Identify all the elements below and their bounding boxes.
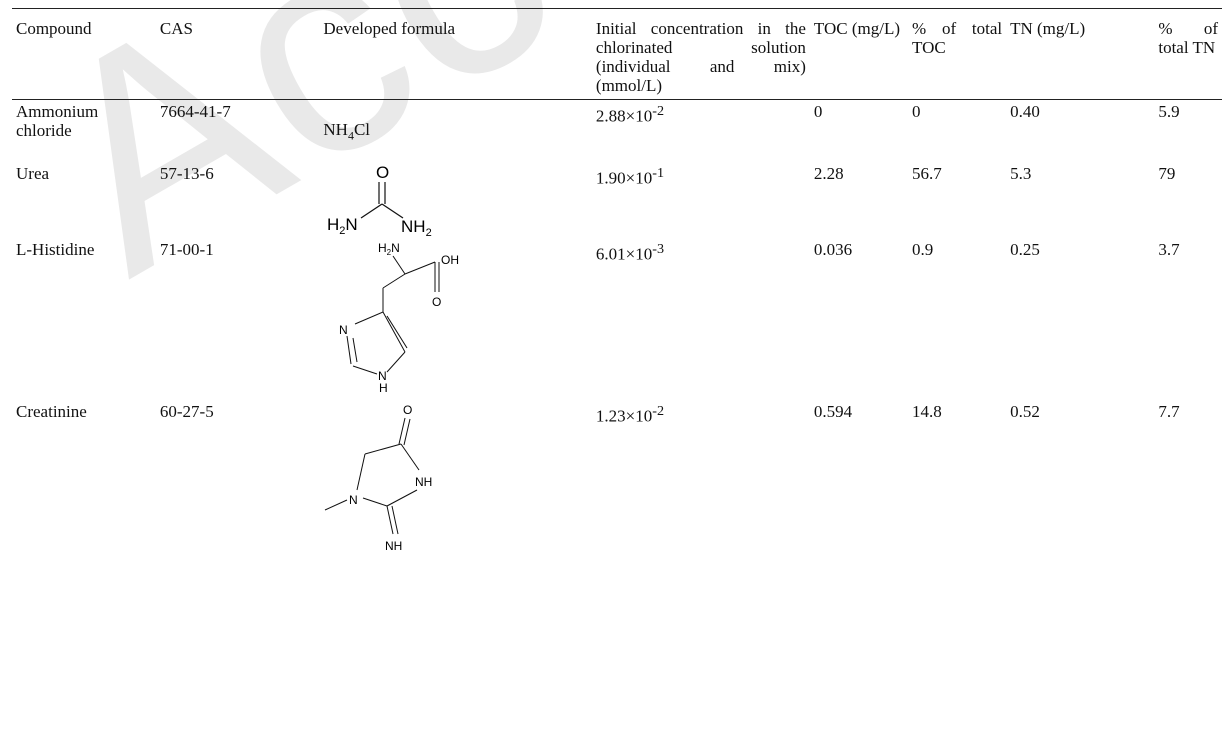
tn-value: 5.3 (1010, 164, 1032, 183)
header-tn: TN (mg/L) (1006, 8, 1155, 100)
toc-value: 0 (813, 102, 823, 121)
table-row: Creatinine 60-27-5 O NH N NH (12, 400, 1222, 554)
formula-nh4cl: NH4Cl (323, 120, 371, 143)
concentration: 6.01×10-3 (595, 241, 665, 264)
table-row: Urea 57-13-6 O H2N NH2 1.90×10-1 2.28 56… (12, 162, 1222, 238)
compound-name: L-Histidine (16, 240, 95, 259)
pct-tn-value: 7.7 (1158, 402, 1180, 421)
creatinine-ring-nh-label: NH (415, 475, 432, 489)
histidine-structure: H2N OH O N (339, 241, 459, 395)
pct-tn-value: 3.7 (1158, 240, 1180, 259)
cas-number: 57-13-6 (159, 164, 214, 183)
header-pct-tn: % of total TN (1154, 8, 1222, 100)
tn-value: 0.52 (1010, 402, 1040, 421)
compounds-table: Compound CAS Developed formula Initial c… (12, 8, 1222, 554)
header-row: Compound CAS Developed formula Initial c… (12, 8, 1222, 100)
header-pct-toc: % of total TOC (908, 8, 1007, 100)
tn-value: 0.40 (1010, 102, 1040, 121)
histidine-ring-n-label: N (339, 323, 348, 337)
cas-number: 7664-41-7 (159, 102, 231, 121)
creatinine-imine-label: NH (385, 539, 402, 552)
concentration: 1.23×10-2 (595, 403, 665, 426)
creatinine-structure: O NH N NH (325, 403, 433, 552)
header-toc: TOC (mg/L) (809, 8, 909, 100)
cas-number: 60-27-5 (159, 402, 214, 421)
header-formula: Developed formula (319, 8, 592, 100)
formula-cell: O H2N NH2 (319, 162, 592, 238)
creatinine-ring-n-label: N (349, 493, 358, 507)
pct-tn-value: 79 (1158, 164, 1176, 183)
compound-name: Ammonium chloride (16, 102, 99, 140)
toc-value: 2.28 (813, 164, 844, 183)
pct-toc-value: 0.9 (912, 240, 934, 259)
formula-cell: H2N OH O N (319, 238, 592, 400)
toc-value: 0.036 (813, 240, 853, 259)
histidine-ring-nh-label: N (378, 369, 387, 383)
urea-oxygen-label: O (376, 164, 389, 182)
table-row: L-Histidine 71-00-1 H2N OH O (12, 238, 1222, 400)
pct-tn-value: 5.9 (1158, 102, 1180, 121)
header-compound: Compound (12, 8, 156, 100)
cas-number: 71-00-1 (159, 240, 214, 259)
pct-toc-value: 56.7 (912, 164, 942, 183)
header-concentration: Initial concentration in the chlorinated… (591, 8, 810, 100)
tn-value: 0.25 (1010, 240, 1040, 259)
creatinine-oxygen-label: O (403, 403, 412, 417)
formula-cell: NH4Cl (319, 100, 592, 163)
urea-structure: O H2N NH2 (327, 164, 432, 236)
header-cas: CAS (155, 8, 320, 100)
concentration: 2.88×10-2 (595, 103, 665, 126)
histidine-amine-label: H2N (378, 241, 400, 257)
urea-left-amine-label: H2N (327, 215, 358, 236)
histidine-hydroxyl-label: OH (441, 253, 459, 267)
urea-right-amine-label: NH2 (401, 217, 432, 236)
pct-toc-value: 0 (912, 102, 921, 121)
compound-name: Creatinine (16, 402, 87, 421)
formula-cell: O NH N NH (319, 400, 592, 554)
table-row: Ammonium chloride 7664-41-7 NH4Cl 2.88×1… (12, 100, 1222, 163)
concentration: 1.90×10-1 (595, 165, 665, 188)
histidine-ring-h-label: H (379, 381, 388, 395)
pct-toc-value: 14.8 (912, 402, 942, 421)
toc-value: 0.594 (813, 402, 853, 421)
compound-name: Urea (16, 164, 50, 183)
histidine-carbonyl-oxygen-label: O (432, 295, 441, 309)
